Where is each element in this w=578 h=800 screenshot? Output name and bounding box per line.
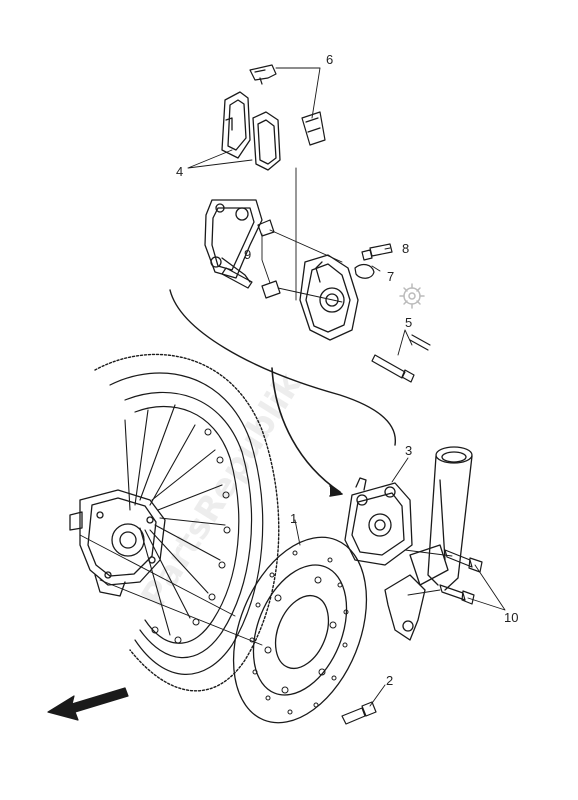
- caliper-pin-boots: [257, 219, 281, 299]
- callout-2: 2: [386, 673, 393, 688]
- tire-inner: [109, 372, 264, 675]
- brake-disc: [232, 536, 368, 724]
- callout-5: 5: [405, 315, 412, 330]
- wheel-spokes: [124, 404, 226, 636]
- bleed-screw: [361, 243, 393, 261]
- detail-boundary: [169, 289, 396, 446]
- callout-8: 8: [402, 241, 409, 256]
- watermark-gear-icon: [399, 283, 425, 309]
- caliper-body-detail: [299, 254, 359, 341]
- bleed-screw-cap: [354, 263, 375, 279]
- callout-10: 10: [504, 610, 518, 625]
- callout-4: 4: [176, 164, 183, 179]
- callout-3: 3: [405, 443, 412, 458]
- disc-bolt: [341, 701, 377, 725]
- direction-arrow-icon: [47, 687, 129, 721]
- callout-6: 6: [326, 52, 333, 67]
- callout-9: 9: [244, 247, 251, 262]
- caliper-bracket: [204, 199, 263, 283]
- callout-1: 1: [290, 511, 297, 526]
- pad-springs: [249, 64, 326, 146]
- caliper-pins: [371, 334, 431, 383]
- brake-pads: [221, 91, 281, 171]
- disc-holes: [249, 550, 349, 715]
- detail-arrow: [271, 367, 343, 497]
- rim-inner: [134, 405, 240, 644]
- callout-7: 7: [387, 269, 394, 284]
- bracket-bolt: [221, 267, 253, 289]
- front-fork: [384, 446, 473, 641]
- rim-holes: [151, 428, 231, 644]
- front-wheel: [94, 353, 280, 692]
- caliper-assembly: [344, 477, 413, 566]
- caliper-mount-bolts: [439, 549, 483, 605]
- tire-outer: [94, 353, 280, 692]
- rim-outer: [124, 391, 253, 659]
- leader-lines: [79, 67, 506, 707]
- callout-labels: 1 2 3 4 5 6 7 8 9 10: [176, 52, 518, 688]
